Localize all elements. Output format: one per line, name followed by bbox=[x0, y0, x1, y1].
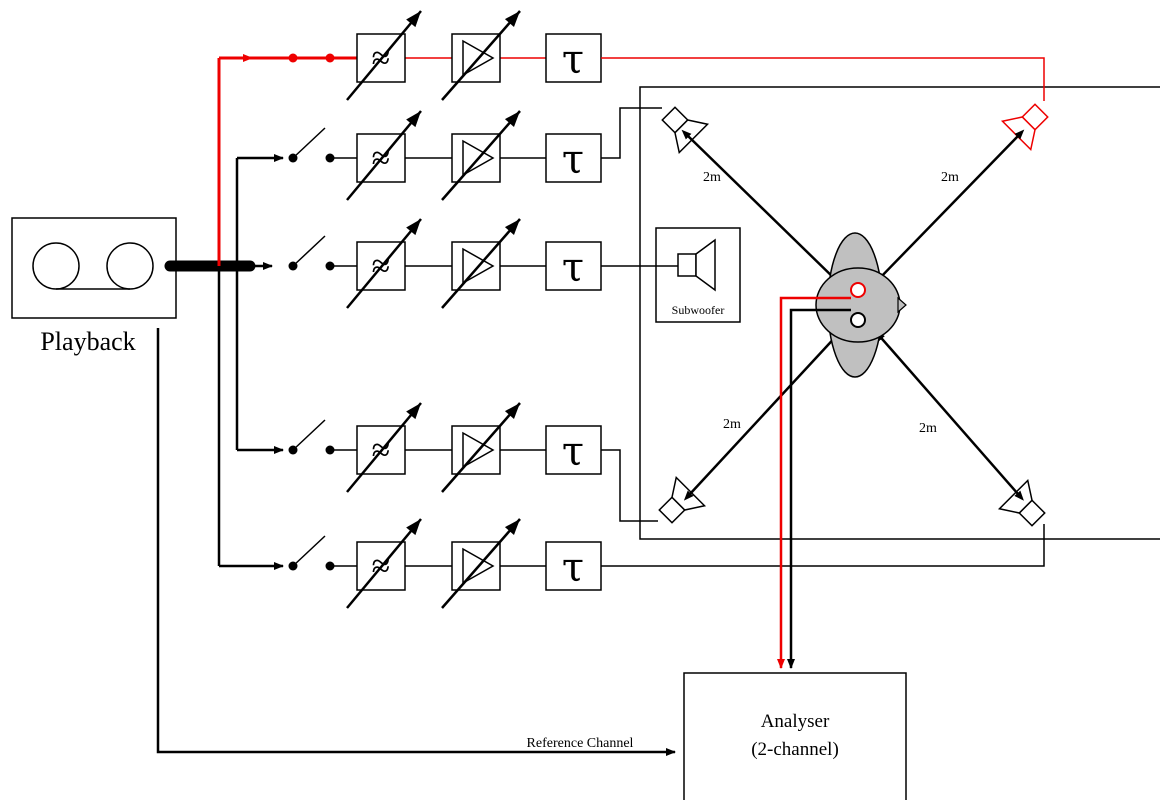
filter-block-3: ≈ bbox=[346, 218, 422, 309]
delay-symbol: τ bbox=[562, 137, 584, 183]
filter-block-4: ≈ bbox=[346, 402, 422, 493]
channel-chain-5: ≈τ bbox=[288, 518, 602, 609]
amplifier-block-4 bbox=[441, 402, 521, 493]
channel-switch-5 bbox=[288, 535, 357, 571]
distance-label-front-right: 2m bbox=[941, 170, 959, 185]
filter-block-1: ≈ bbox=[346, 10, 422, 101]
speaker-front-right bbox=[1000, 103, 1049, 152]
subwoofer-label: Subwoofer bbox=[672, 303, 725, 317]
filter-block-2: ≈ bbox=[346, 110, 422, 201]
channel-chains: ≈τ≈τ≈τ≈τ≈τ bbox=[288, 10, 602, 609]
channel-switch-3 bbox=[288, 235, 357, 271]
channel-chain-2: ≈τ bbox=[288, 110, 602, 201]
microphone-right bbox=[850, 312, 866, 328]
amplifier-block-2 bbox=[441, 110, 521, 201]
delay-symbol: τ bbox=[562, 245, 584, 291]
delay-block-3: τ bbox=[545, 241, 602, 291]
delay-symbol: τ bbox=[562, 545, 584, 591]
distance-arrows bbox=[681, 129, 1025, 501]
distance-label-rear-left: 2m bbox=[723, 417, 741, 432]
distance-label-rear-right: 2m bbox=[919, 421, 937, 436]
listener-head bbox=[815, 232, 907, 378]
delay-block-5: τ bbox=[545, 541, 602, 591]
analyser-title: Analyser bbox=[761, 711, 830, 732]
filter-block-5: ≈ bbox=[346, 518, 422, 609]
amplifier-block-5 bbox=[441, 518, 521, 609]
listening-room bbox=[639, 86, 1160, 540]
black-branch-wiring bbox=[217, 154, 284, 570]
delay-block-4: τ bbox=[545, 425, 602, 475]
reference-channel-line bbox=[156, 328, 676, 756]
delay-block-2: τ bbox=[545, 133, 602, 183]
distance-label-front-left: 2m bbox=[703, 170, 721, 185]
red-branch-wiring bbox=[217, 53, 357, 266]
channel-chain-4: ≈τ bbox=[288, 402, 602, 493]
reference-channel-label: Reference Channel bbox=[527, 736, 634, 751]
analyser-subtitle: (2-channel) bbox=[751, 739, 839, 760]
amplifier-block-1 bbox=[441, 10, 521, 101]
delay-symbol: τ bbox=[562, 429, 584, 475]
channel-chain-3: ≈τ bbox=[288, 218, 602, 309]
microphone-left bbox=[850, 282, 866, 298]
channel-switch-2 bbox=[288, 127, 357, 163]
delay-symbol: τ bbox=[562, 37, 584, 83]
microphone-cables bbox=[777, 296, 851, 669]
playback-device bbox=[11, 217, 177, 319]
channel-switch-4 bbox=[288, 419, 357, 455]
channel-chain-1: ≈τ bbox=[346, 10, 602, 101]
delay-block-1: τ bbox=[545, 33, 602, 83]
speaker-front-left bbox=[661, 106, 710, 155]
playback-label: Playback bbox=[40, 327, 135, 356]
amplifier-block-3 bbox=[441, 218, 521, 309]
analyser-box bbox=[683, 672, 907, 800]
speaker-wiring bbox=[601, 57, 1045, 567]
